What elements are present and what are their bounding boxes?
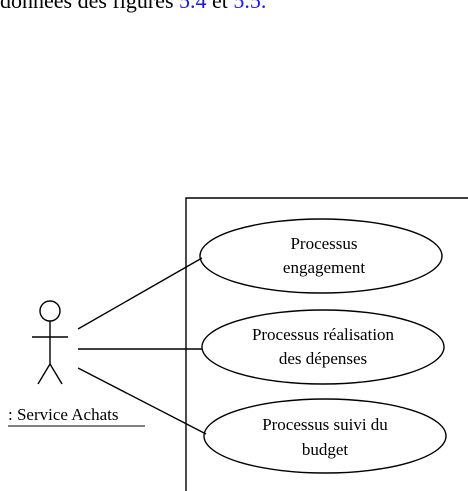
actor-head [39, 300, 61, 322]
actor-label: : Service Achats [8, 405, 118, 424]
use-case-ellipse [201, 309, 445, 385]
use-case-realisation[interactable]: Processus réalisation des dépenses [201, 309, 445, 385]
associations [77, 257, 207, 435]
use-case-label-line1: Processus [290, 234, 357, 253]
use-case-label-line2: engagement [283, 258, 365, 277]
text-fragment-body: données des figures [0, 0, 174, 13]
figure-ref-1[interactable]: 5.4 [179, 0, 207, 13]
text-fragment-conj: et [212, 0, 228, 13]
text-fragment: données des figures 5.4 et 5.5. [0, 0, 266, 15]
actor-left-leg [37, 363, 51, 385]
use-case-ellipse [199, 218, 443, 294]
use-case-label-line1: Processus suivi du [262, 415, 388, 434]
figure-ref-2[interactable]: 5.5. [233, 0, 267, 13]
use-case-engagement[interactable]: Processus engagement [199, 218, 443, 294]
use-case-label-line2: des dépenses [279, 349, 367, 368]
actor-figure [32, 300, 68, 385]
use-case-suivi[interactable]: Processus suivi du budget [203, 398, 447, 474]
association-suivi [77, 367, 207, 435]
use-case-ellipse [203, 398, 447, 474]
association-engagement [77, 257, 203, 330]
actor-right-leg [49, 363, 63, 385]
use-case-label-line1: Processus réalisation [252, 325, 395, 344]
system-boundary [185, 197, 468, 491]
use-case-label-line2: budget [302, 440, 349, 459]
